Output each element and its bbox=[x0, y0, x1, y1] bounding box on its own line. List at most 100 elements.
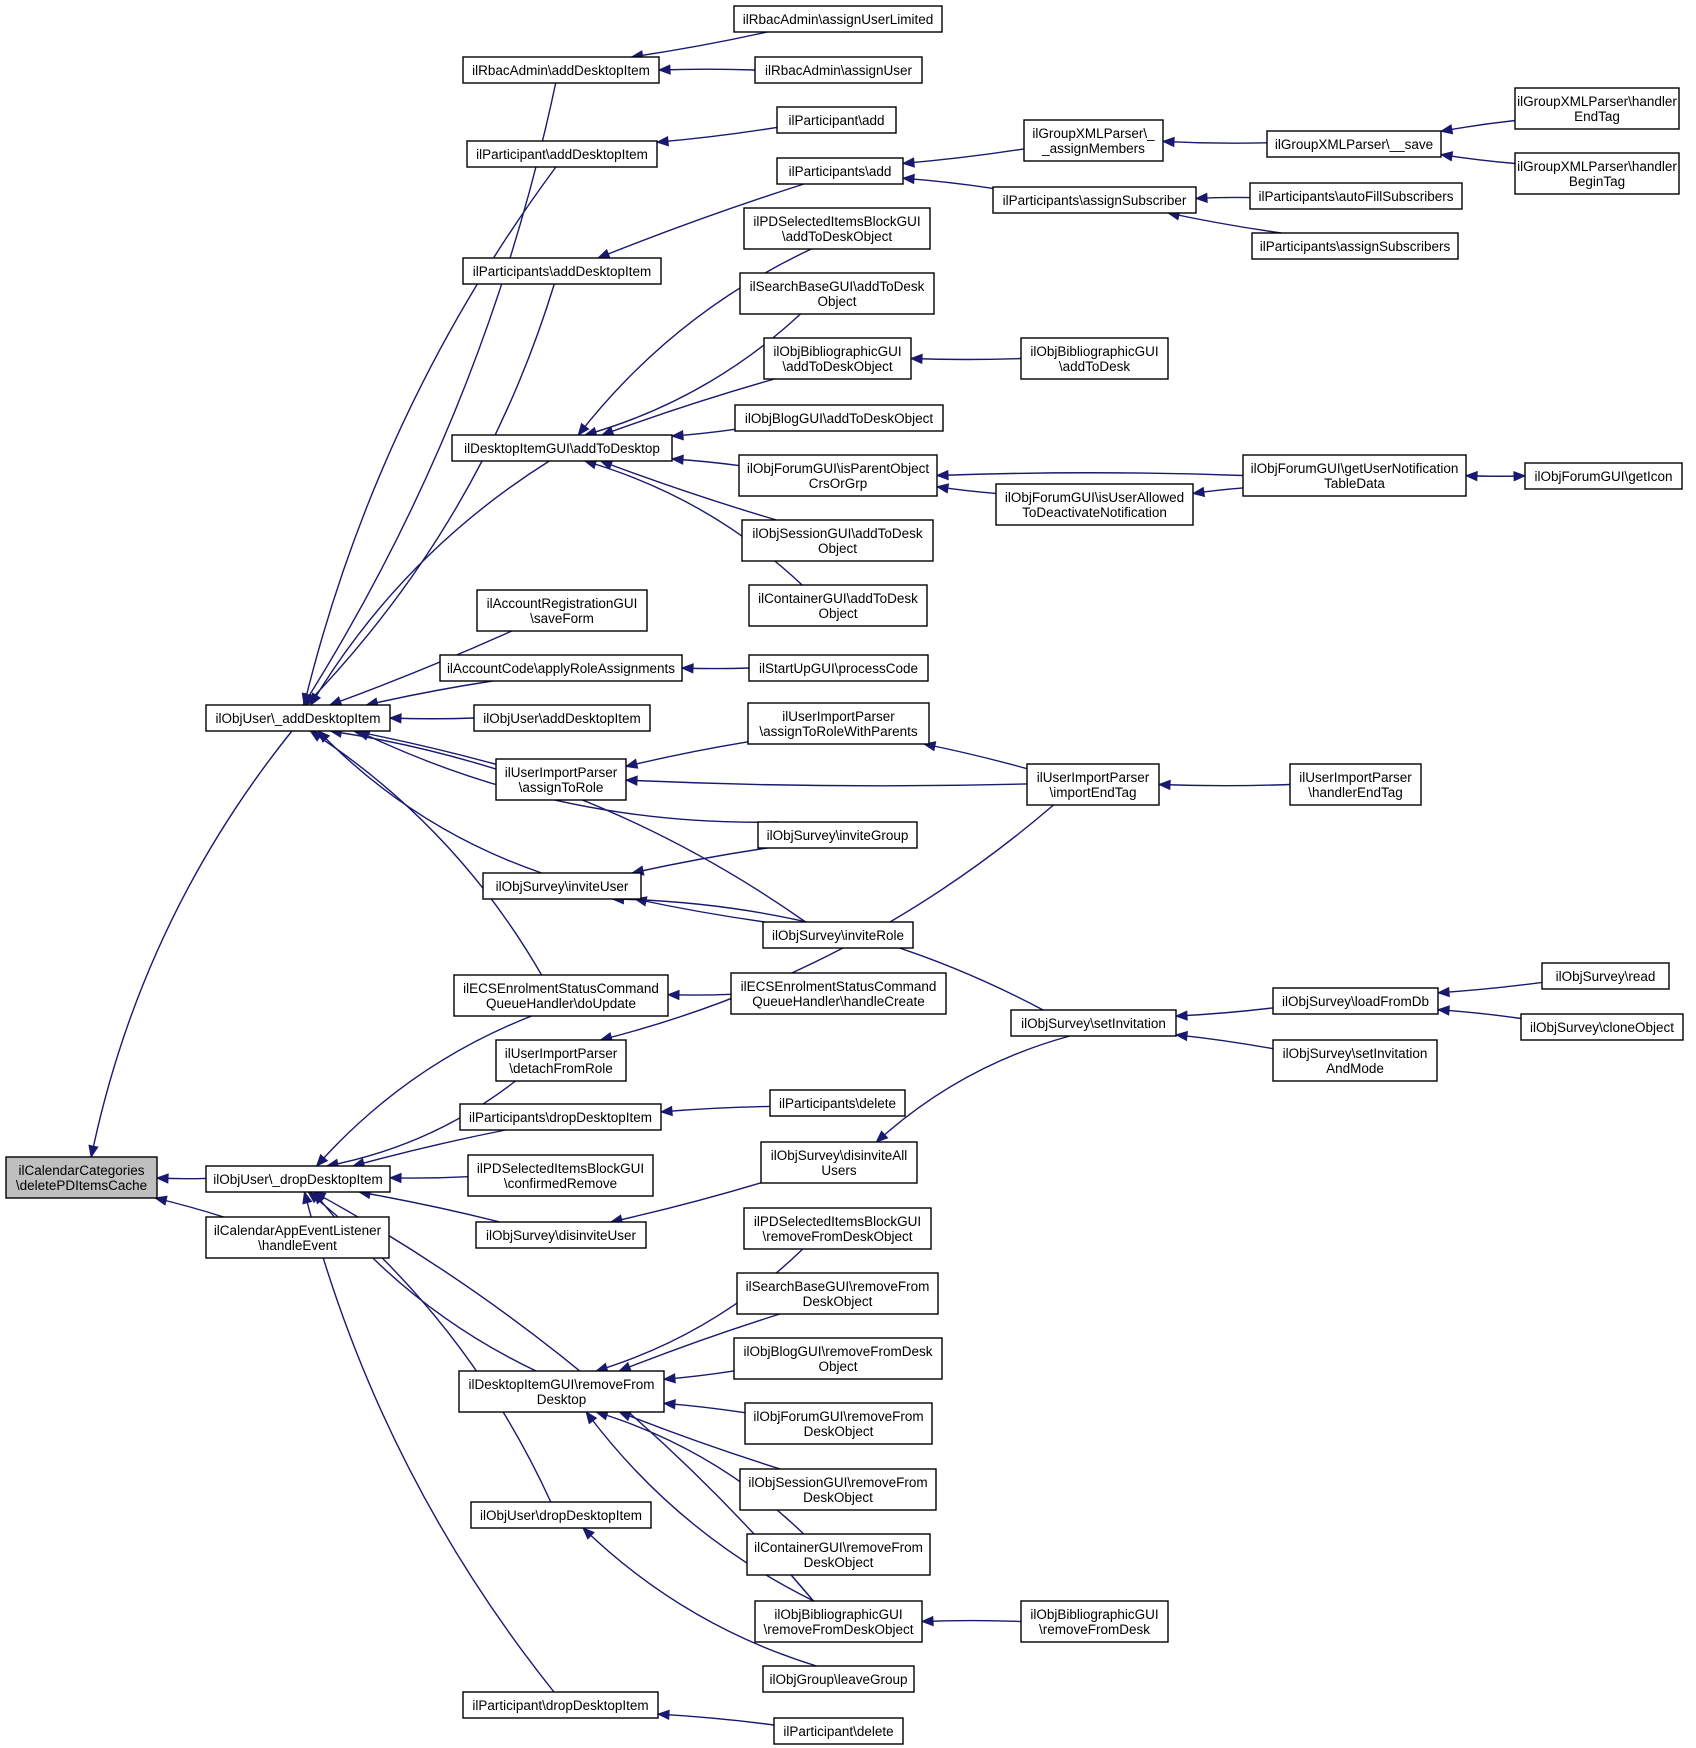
node-box[interactable] bbox=[743, 1207, 932, 1250]
graph-node[interactable]: ilObjBibliographicGUI\removeFromDeskObje… bbox=[754, 1600, 923, 1643]
node-box[interactable] bbox=[734, 404, 944, 432]
graph-node[interactable]: ilCalendarAppEventListener\handleEvent bbox=[205, 1216, 390, 1259]
graph-node[interactable]: ilParticipants\assignSubscribers bbox=[1251, 232, 1459, 260]
node-box[interactable] bbox=[1272, 987, 1439, 1015]
graph-node[interactable]: ilParticipants\autoFillSubscribers bbox=[1249, 182, 1463, 210]
node-box[interactable] bbox=[754, 1600, 923, 1643]
graph-node[interactable]: ilObjSessionGUI\addToDeskObject bbox=[741, 519, 934, 562]
node-box[interactable] bbox=[739, 1468, 937, 1511]
graph-node[interactable]: ilObjSurvey\inviteUser bbox=[482, 872, 642, 900]
node-box[interactable] bbox=[495, 758, 627, 801]
graph-node[interactable]: ilDesktopItemGUI\addToDesktop bbox=[451, 434, 673, 462]
graph-node[interactable]: ilAccountRegistrationGUI\saveForm bbox=[476, 589, 648, 632]
graph-node[interactable]: ilObjSurvey\setInvitation bbox=[1010, 1009, 1177, 1037]
graph-node[interactable]: ilParticipants\addDesktopItem bbox=[462, 257, 662, 285]
node-box[interactable] bbox=[495, 1039, 627, 1082]
node-box[interactable] bbox=[733, 1337, 943, 1380]
graph-node[interactable]: ilParticipants\add bbox=[776, 157, 904, 185]
node-box[interactable] bbox=[736, 1272, 939, 1315]
graph-node[interactable]: ilObjForumGUI\getUserNotificationTableDa… bbox=[1242, 454, 1467, 497]
graph-node[interactable]: ilParticipant\addDesktopItem bbox=[466, 140, 658, 168]
node-box[interactable] bbox=[439, 654, 683, 682]
node-box[interactable] bbox=[1251, 232, 1459, 260]
node-box[interactable] bbox=[1524, 462, 1683, 490]
node-box[interactable] bbox=[1020, 1600, 1169, 1643]
node-box[interactable] bbox=[451, 434, 673, 462]
graph-node[interactable]: ilSearchBaseGUI\addToDeskObject bbox=[739, 272, 935, 315]
node-box[interactable] bbox=[1514, 152, 1680, 195]
node-box[interactable] bbox=[470, 1501, 652, 1529]
graph-node[interactable]: ilCalendarCategories\deletePDItemsCache bbox=[5, 1156, 158, 1199]
graph-node[interactable]: ilObjSurvey\inviteRole bbox=[762, 921, 914, 949]
node-box[interactable] bbox=[776, 106, 897, 134]
node-box[interactable] bbox=[746, 1533, 931, 1576]
graph-node[interactable]: ilRbacAdmin\assignUserLimited bbox=[733, 5, 943, 33]
graph-node[interactable]: ilObjSurvey\read bbox=[1541, 962, 1670, 990]
graph-node[interactable]: ilGroupXMLParser\__assignMembers bbox=[1023, 119, 1164, 162]
node-box[interactable] bbox=[776, 157, 904, 185]
node-box[interactable] bbox=[1242, 454, 1467, 497]
graph-node[interactable]: ilParticipant\delete bbox=[773, 1717, 904, 1745]
node-box[interactable] bbox=[1272, 1039, 1438, 1082]
graph-node[interactable]: ilGroupXMLParser\handlerEndTag bbox=[1514, 87, 1680, 130]
graph-node[interactable]: ilUserImportParser\detachFromRole bbox=[495, 1039, 627, 1082]
graph-node[interactable]: ilSearchBaseGUI\removeFromDeskObject bbox=[736, 1272, 939, 1315]
node-box[interactable] bbox=[773, 1717, 904, 1745]
graph-node[interactable]: ilECSEnrolmentStatusCommandQueueHandler\… bbox=[453, 974, 669, 1017]
node-box[interactable] bbox=[1289, 763, 1422, 806]
node-box[interactable] bbox=[205, 1216, 390, 1259]
graph-node[interactable]: ilParticipant\add bbox=[776, 106, 897, 134]
graph-node[interactable]: ilObjBlogGUI\addToDeskObject bbox=[734, 404, 944, 432]
graph-node[interactable]: ilObjSurvey\disinviteUser bbox=[475, 1221, 647, 1249]
graph-node[interactable]: ilUserImportParser\assignToRole bbox=[495, 758, 627, 801]
graph-node[interactable]: ilObjSessionGUI\removeFromDeskObject bbox=[739, 1468, 937, 1511]
node-box[interactable] bbox=[462, 257, 662, 285]
node-box[interactable] bbox=[748, 584, 928, 627]
graph-node[interactable]: ilParticipants\dropDesktopItem bbox=[459, 1103, 662, 1131]
node-box[interactable] bbox=[769, 1089, 906, 1117]
graph-node[interactable]: ilContainerGUI\removeFromDeskObject bbox=[746, 1533, 931, 1576]
node-box[interactable] bbox=[476, 589, 648, 632]
graph-node[interactable]: ilObjForumGUI\isUserAllowedToDeactivateN… bbox=[995, 483, 1194, 526]
graph-node[interactable]: ilPDSelectedItemsBlockGUI\confirmedRemov… bbox=[467, 1154, 654, 1197]
node-box[interactable] bbox=[462, 56, 660, 84]
node-box[interactable] bbox=[453, 974, 669, 1017]
root-node-box[interactable] bbox=[5, 1156, 158, 1199]
node-box[interactable] bbox=[760, 1141, 918, 1184]
node-box[interactable] bbox=[738, 454, 938, 497]
node-box[interactable] bbox=[205, 704, 391, 732]
graph-node[interactable]: ilObjForumGUI\removeFromDeskObject bbox=[744, 1402, 933, 1445]
node-box[interactable] bbox=[458, 1370, 665, 1413]
graph-node[interactable]: ilRbacAdmin\assignUser bbox=[754, 56, 923, 84]
graph-node[interactable]: ilAccountCode\applyRoleAssignments bbox=[439, 654, 683, 682]
graph-node[interactable]: ilObjSurvey\cloneObject bbox=[1520, 1013, 1684, 1041]
node-box[interactable] bbox=[1514, 87, 1680, 130]
graph-node[interactable]: ilObjBibliographicGUI\addToDesk bbox=[1020, 337, 1169, 380]
node-box[interactable] bbox=[762, 1665, 915, 1693]
node-box[interactable] bbox=[730, 972, 947, 1015]
graph-node[interactable]: ilObjGroup\leaveGroup bbox=[762, 1665, 915, 1693]
node-box[interactable] bbox=[482, 872, 642, 900]
node-box[interactable] bbox=[757, 821, 918, 849]
node-box[interactable] bbox=[1249, 182, 1463, 210]
graph-node[interactable]: ilParticipants\assignSubscriber bbox=[992, 186, 1197, 214]
node-box[interactable] bbox=[466, 140, 658, 168]
graph-node[interactable]: ilECSEnrolmentStatusCommandQueueHandler\… bbox=[730, 972, 947, 1015]
graph-node[interactable]: ilContainerGUI\addToDeskObject bbox=[748, 584, 928, 627]
graph-node[interactable]: ilPDSelectedItemsBlockGUI\removeFromDesk… bbox=[743, 1207, 932, 1250]
node-box[interactable] bbox=[762, 921, 914, 949]
graph-node[interactable]: ilObjBlogGUI\removeFromDeskObject bbox=[733, 1337, 943, 1380]
graph-node[interactable]: ilUserImportParser\importEndTag bbox=[1026, 763, 1160, 806]
graph-node[interactable]: ilGroupXMLParser\__save bbox=[1266, 130, 1442, 158]
graph-node[interactable]: ilParticipants\delete bbox=[769, 1089, 906, 1117]
graph-node[interactable]: ilStartUpGUI\processCode bbox=[748, 654, 929, 682]
node-box[interactable] bbox=[462, 1691, 659, 1719]
node-box[interactable] bbox=[992, 186, 1197, 214]
node-box[interactable] bbox=[473, 704, 651, 732]
graph-node[interactable]: ilObjUser\dropDesktopItem bbox=[470, 1501, 652, 1529]
node-box[interactable] bbox=[748, 654, 929, 682]
